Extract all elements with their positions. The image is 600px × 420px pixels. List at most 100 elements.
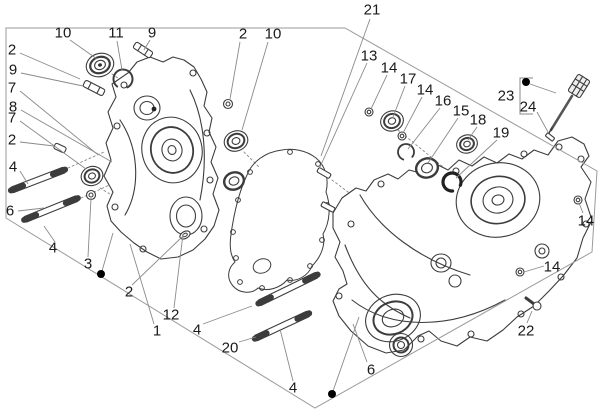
- part-callout-3: 3: [84, 256, 92, 273]
- dowel-pin-upper: [316, 167, 332, 179]
- nut-14-d: [515, 267, 525, 277]
- leader-line-6: [19, 52, 81, 80]
- part-callout-2: 2: [8, 132, 16, 149]
- leader-line-0: [69, 39, 98, 60]
- position-marker-dot-2: [522, 78, 530, 86]
- oil-seal-13: [222, 171, 246, 191]
- part-callout-19: 19: [493, 125, 510, 142]
- part-callout-20: 20: [222, 340, 239, 357]
- leader-line-15: [370, 74, 388, 110]
- leader-line-1: [116, 40, 123, 71]
- right-case-crank-bore: [455, 162, 541, 238]
- pin-24: [545, 132, 555, 142]
- part-callout-4: 4: [49, 240, 57, 257]
- circlip-11: [112, 68, 134, 90]
- part-callout-9: 9: [148, 25, 156, 42]
- part-callout-6: 6: [367, 362, 375, 379]
- leader-line-12: [19, 170, 29, 185]
- crankcase-gasket: [228, 148, 330, 293]
- leader-line-24: [523, 265, 545, 273]
- stud-20: [251, 310, 313, 342]
- leader-line-23: [578, 202, 584, 214]
- part-callout-13: 13: [361, 48, 378, 65]
- leader-line-25: [526, 310, 533, 324]
- leader-line-16: [392, 85, 406, 118]
- part-callout-23: 23: [498, 88, 515, 105]
- leader-line-21: [455, 139, 498, 179]
- dipstick-23: [548, 74, 591, 134]
- leader-line-19: [427, 117, 459, 164]
- part-callout-14: 14: [578, 213, 595, 230]
- position-marker-dot-0: [97, 270, 105, 278]
- part-callout-16: 16: [435, 93, 452, 110]
- part-callout-4: 4: [9, 159, 17, 176]
- left-case-crank-bore: [141, 116, 203, 184]
- bearing-10-right: [223, 130, 249, 152]
- leader-line-26: [43, 225, 56, 243]
- leader-line-34: [352, 323, 368, 363]
- leader-line-18: [407, 107, 441, 150]
- dowel-stud-9-top: [132, 41, 154, 59]
- part-callout-2: 2: [239, 26, 247, 43]
- seated-bearing: [388, 332, 414, 358]
- leader-line-31: [202, 305, 253, 325]
- marker-line-0: [101, 232, 114, 272]
- bearing-17: [380, 110, 404, 132]
- leader-line-7: [20, 72, 84, 87]
- leader-line-2: [143, 39, 151, 51]
- part-callout-24: 24: [520, 99, 537, 116]
- part-callout-7: 7: [8, 80, 16, 97]
- part-callout-21: 21: [364, 2, 381, 19]
- part-callout-7: 7: [8, 110, 16, 127]
- leader-line-9: [20, 109, 113, 163]
- nut-14-a: [364, 107, 374, 117]
- nut-14-c: [573, 195, 583, 205]
- part-callout-14: 14: [544, 259, 561, 276]
- part-callout-6: 6: [6, 203, 14, 220]
- part-callout-8: 8: [9, 99, 17, 116]
- nut-14-b: [397, 131, 407, 141]
- bearing-3: [80, 165, 104, 187]
- dowel-pin-lower: [320, 201, 336, 213]
- leader-line-22: [536, 111, 549, 133]
- leader-line-13: [17, 207, 45, 212]
- leader-line-30: [129, 243, 155, 325]
- leader-line-3: [229, 41, 241, 100]
- stud-4-bottom: [255, 271, 321, 307]
- leader-line-14: [319, 62, 368, 168]
- leader-line-20: [467, 126, 478, 141]
- page-frame: [5, 27, 598, 409]
- bolt-22: [524, 296, 542, 311]
- leader-line-10: [19, 120, 87, 170]
- seal-ring-19: [441, 171, 463, 193]
- stud-4-upper: [7, 166, 69, 194]
- part-callout-1: 1: [153, 323, 161, 340]
- part-callout-17: 17: [400, 71, 417, 88]
- leader-line-8: [19, 90, 98, 155]
- part-callout-18: 18: [470, 112, 487, 129]
- part-callout-11: 11: [108, 25, 124, 42]
- part-callout-4: 4: [193, 322, 201, 339]
- leader-line-33: [279, 328, 294, 382]
- part-callout-2: 2: [125, 284, 133, 301]
- left-crankcase-half: [103, 56, 220, 260]
- stud-6-lower: [21, 195, 81, 223]
- part-callout-9: 9: [9, 62, 17, 79]
- leader-line-17: [402, 96, 423, 134]
- part-callout-10: 10: [265, 26, 282, 43]
- part-callout-15: 15: [453, 103, 470, 120]
- leader-line-4: [241, 41, 269, 131]
- bearing-10-left: [85, 52, 115, 78]
- dowel-stud-9-left: [82, 80, 106, 96]
- marker-line-1: [332, 316, 360, 392]
- circlip-16: [397, 143, 415, 161]
- leader-line-32: [238, 336, 257, 343]
- part-callout-4: 4: [289, 380, 297, 397]
- part-callout-2: 2: [8, 42, 16, 59]
- part-callout-22: 22: [518, 323, 535, 340]
- cylinder-spigot-bore: [365, 293, 421, 343]
- bracket-23: [519, 77, 533, 115]
- leader-line-5: [320, 18, 371, 157]
